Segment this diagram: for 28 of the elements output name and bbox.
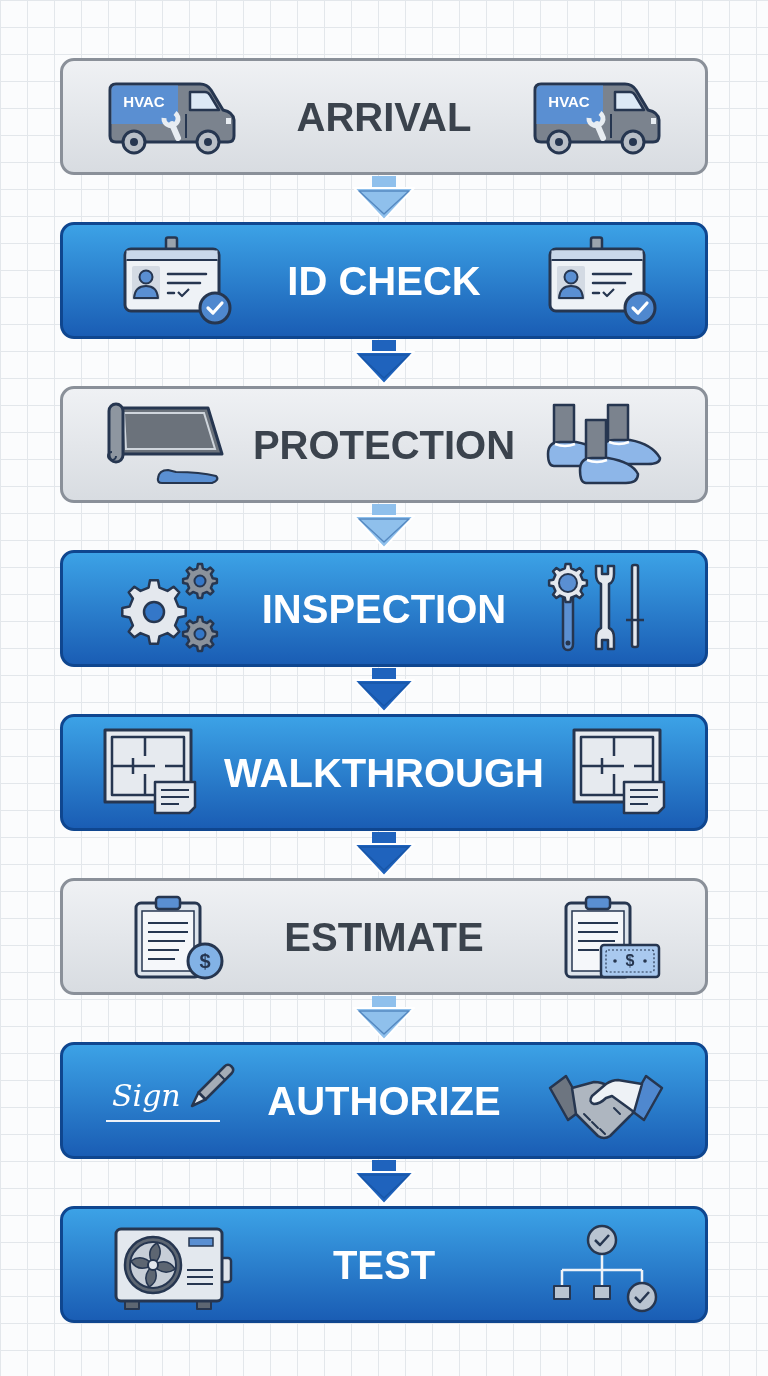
step-title: ESTIMATE xyxy=(284,913,484,961)
step-box xyxy=(60,386,708,503)
step-title: INSPECTION xyxy=(261,585,507,633)
step-box xyxy=(60,58,708,175)
step-box xyxy=(60,878,708,995)
step-title: PROTECTION xyxy=(252,421,516,469)
flow-arrow xyxy=(353,1160,415,1205)
highlighted-step-box xyxy=(60,222,708,339)
dollar-sign: $ xyxy=(198,949,212,973)
flow-arrow xyxy=(353,504,415,549)
highlighted-step-box xyxy=(60,1042,708,1159)
signature: Sign xyxy=(106,1074,220,1122)
step-title: WALKTHROUGH xyxy=(224,749,544,797)
step-title: ID CHECK xyxy=(287,257,481,305)
step-title: TEST xyxy=(332,1241,436,1289)
flow-arrow xyxy=(353,176,415,221)
highlighted-step-box xyxy=(60,714,708,831)
dollar-sign: $ xyxy=(624,951,636,971)
flow-arrow xyxy=(353,340,415,385)
van-lettering: HVAC xyxy=(547,92,591,112)
flow-arrow xyxy=(353,996,415,1041)
step-title: AUTHORIZE xyxy=(267,1077,501,1125)
flow-arrow xyxy=(353,832,415,877)
step-title: ARRIVAL xyxy=(296,93,472,141)
flow-arrow xyxy=(353,668,415,713)
highlighted-step-box xyxy=(60,550,708,667)
van-lettering: HVAC xyxy=(122,92,166,112)
highlighted-step-box xyxy=(60,1206,708,1323)
